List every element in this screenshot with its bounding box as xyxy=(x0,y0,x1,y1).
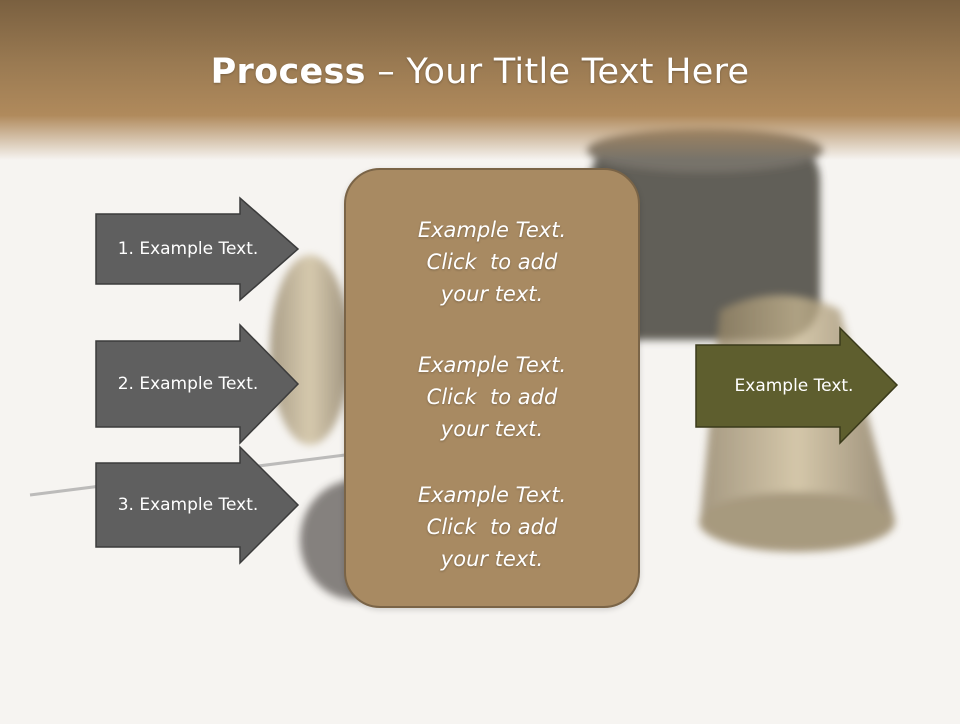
step-arrow-2: 2. Example Text. xyxy=(95,323,300,445)
arrow-shape-2 xyxy=(95,323,300,445)
center-text-1: Example Text. Click to add your text. xyxy=(346,214,638,310)
step-arrow-1: 1. Example Text. xyxy=(95,196,300,302)
center-line: Example Text. xyxy=(417,483,567,507)
center-text-2: Example Text. Click to add your text. xyxy=(346,349,638,445)
center-line: Click to add xyxy=(426,515,558,539)
arrow-shape-1 xyxy=(95,196,300,302)
result-arrow: Example Text. xyxy=(695,326,900,445)
result-label: Example Text. xyxy=(734,376,854,396)
title-rest: – Your Title Text Here xyxy=(365,52,750,92)
center-line: Click to add xyxy=(426,250,558,274)
title-band xyxy=(0,0,960,160)
result-arrow-shape xyxy=(695,326,899,445)
center-line: your text. xyxy=(440,282,544,306)
slide-title: Process – Your Title Text Here xyxy=(0,52,960,92)
center-line: Example Text. xyxy=(417,353,567,377)
step-label-3: 3. Example Text. xyxy=(117,495,259,515)
step-label-1: 1. Example Text. xyxy=(117,239,259,259)
center-text-3: Example Text. Click to add your text. xyxy=(346,479,638,575)
center-box: Example Text. Click to add your text. Ex… xyxy=(344,168,640,608)
center-line: your text. xyxy=(440,547,544,571)
step-label-2: 2. Example Text. xyxy=(117,374,259,394)
center-line: Click to add xyxy=(426,385,558,409)
title-bold: Process xyxy=(210,52,366,92)
center-line: Example Text. xyxy=(417,218,567,242)
step-arrow-3: 3. Example Text. xyxy=(95,445,300,565)
arrow-shape-3 xyxy=(95,445,300,565)
center-line: your text. xyxy=(440,417,544,441)
